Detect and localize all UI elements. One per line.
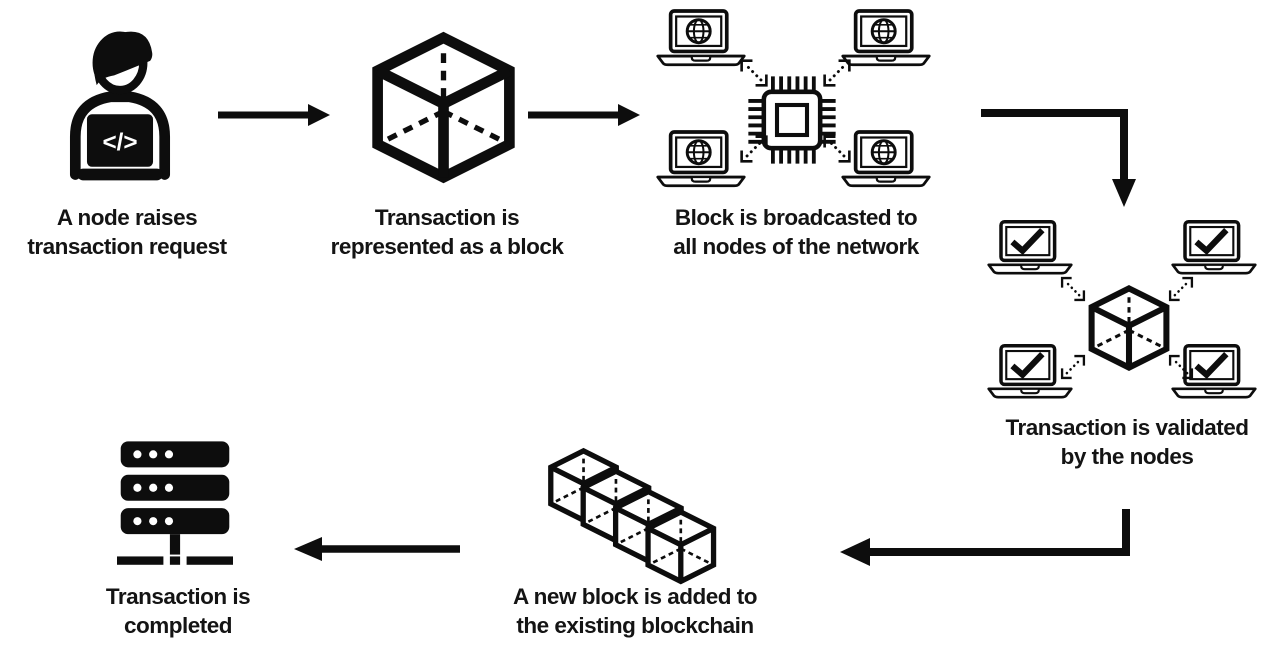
dotted-arrow-icon [1166, 352, 1196, 382]
label-line: all nodes of the network [673, 234, 919, 259]
label-line: transaction request [27, 234, 227, 259]
code-glyph: </> [102, 129, 137, 156]
label-line: Block is broadcasted to [674, 205, 918, 230]
step-label-block: Transaction is represented as a block [331, 203, 564, 261]
arrow-elbow-down [981, 109, 1136, 207]
step-label-complete: Transaction is completed [105, 582, 251, 640]
step-label-append: A new block is added to the existing blo… [513, 582, 757, 640]
label-line: Transaction is [374, 205, 520, 230]
block-cube-icon [366, 30, 521, 185]
dotted-arrow-icon [820, 132, 854, 166]
person-laptop-icon: </> [69, 31, 171, 181]
dotted-arrow-icon [737, 56, 771, 90]
label-line: Transaction is validated [1005, 415, 1249, 440]
label-line: the existing blockchain [516, 613, 754, 638]
check-laptop-icon [986, 220, 1074, 278]
globe-laptop-icon [655, 9, 747, 70]
step-label-validate: Transaction is validated by the nodes [1005, 413, 1249, 471]
dotted-arrow-icon [740, 135, 768, 163]
step-label-broadcast: Block is broadcasted to all nodes of the… [673, 203, 919, 261]
laptop-screen [86, 114, 154, 167]
dotted-arrow-icon [1060, 354, 1086, 380]
check-laptop-icon [1170, 220, 1258, 278]
label-line: A node raises [56, 205, 198, 230]
dotted-arrow-icon [1058, 274, 1088, 304]
globe-laptop-icon [655, 130, 747, 191]
dotted-arrow-icon [1168, 276, 1194, 302]
dotted-arrow-icon [823, 59, 851, 87]
label-line: Transaction is [105, 584, 251, 609]
label-line: represented as a block [330, 234, 564, 259]
arrow-right-2 [528, 104, 640, 126]
arrow-elbow-left [840, 509, 1130, 566]
arrow-left [294, 537, 460, 561]
step-label-raise: A node raises transaction request [27, 203, 227, 261]
label-line: completed [123, 613, 233, 638]
arrow-right-1 [218, 104, 330, 126]
label-line: A new block is added to [513, 584, 757, 609]
blockchain-chain-icon [545, 447, 721, 586]
server-icon [117, 441, 233, 565]
label-line: by the nodes [1060, 444, 1194, 469]
validated-cube-icon [1085, 284, 1173, 372]
